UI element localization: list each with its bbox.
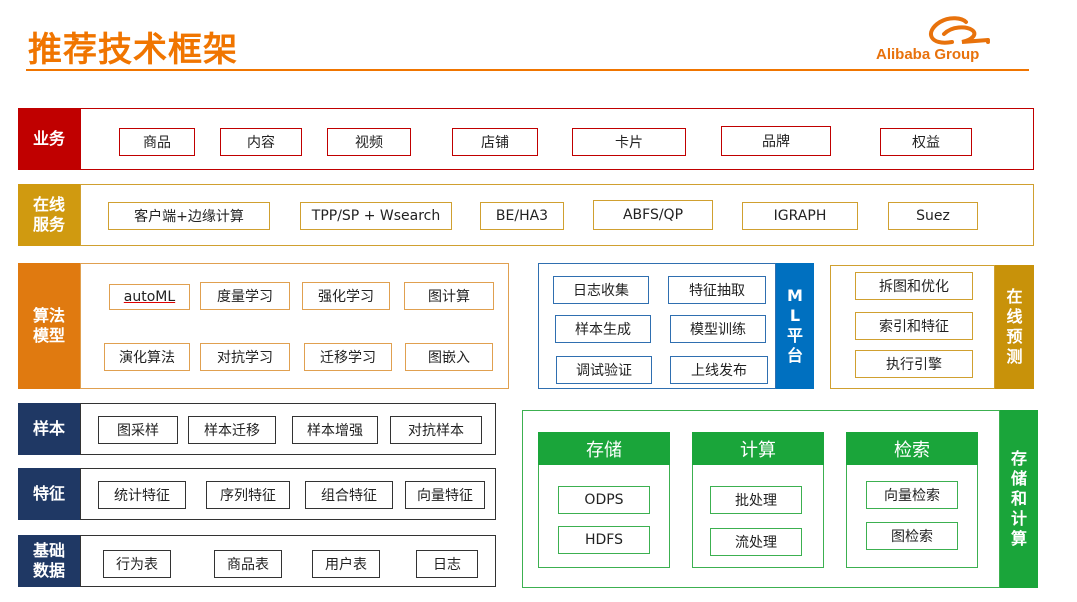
ml-platform-item[interactable]: 调试验证 xyxy=(556,356,652,384)
row-label-sample: 样本 xyxy=(18,403,80,455)
row-label-feature: 特征 xyxy=(18,468,80,520)
feature-item[interactable]: 组合特征 xyxy=(305,481,393,509)
title-divider xyxy=(26,69,1029,71)
compute-item[interactable]: 批处理 xyxy=(710,486,802,514)
feature-item[interactable]: 序列特征 xyxy=(206,481,290,509)
ml-platform-item[interactable]: 样本生成 xyxy=(555,315,651,343)
online-prediction-label: 在线预测 xyxy=(995,265,1034,389)
business-item[interactable]: 商品 xyxy=(119,128,195,156)
algorithm-item[interactable]: 对抗学习 xyxy=(200,343,290,371)
compute-item[interactable]: 流处理 xyxy=(710,528,802,556)
feature-item[interactable]: 向量特征 xyxy=(405,481,485,509)
compute-group-title: 计算 xyxy=(692,432,824,465)
business-item[interactable]: 卡片 xyxy=(572,128,686,156)
logo-text: Alibaba Group xyxy=(876,46,980,63)
ml-platform-item[interactable]: 上线发布 xyxy=(670,356,768,384)
algorithm-item[interactable]: 度量学习 xyxy=(200,282,290,310)
sample-item[interactable]: 样本增强 xyxy=(292,416,378,444)
online-service-item[interactable]: TPP/SP + Wsearch xyxy=(300,202,452,230)
ml-platform-item[interactable]: 模型训练 xyxy=(670,315,766,343)
row-label-base-data: 基础数据 xyxy=(18,535,80,587)
algorithm-item[interactable]: 迁移学习 xyxy=(304,343,392,371)
business-item[interactable]: 内容 xyxy=(220,128,302,156)
storage-item[interactable]: ODPS xyxy=(558,486,650,514)
storage-item[interactable]: HDFS xyxy=(558,526,650,554)
search-item[interactable]: 向量检索 xyxy=(866,481,958,509)
business-item[interactable]: 品牌 xyxy=(721,126,831,156)
feature-item[interactable]: 统计特征 xyxy=(98,481,186,509)
online-service-item[interactable]: IGRAPH xyxy=(742,202,858,230)
algorithm-item[interactable]: 图嵌入 xyxy=(405,343,493,371)
business-item[interactable]: 权益 xyxy=(880,128,972,156)
online-service-item[interactable]: Suez xyxy=(888,202,978,230)
alibaba-logo-icon xyxy=(929,16,990,45)
base-data-item[interactable]: 日志 xyxy=(416,550,478,578)
online-prediction-item[interactable]: 拆图和优化 xyxy=(855,272,973,300)
page-title: 推荐技术框架 xyxy=(28,30,238,70)
base-data-item[interactable]: 商品表 xyxy=(214,550,282,578)
online-service-item[interactable]: 客户端+边缘计算 xyxy=(108,202,270,230)
row-label-business: 业务 xyxy=(18,108,80,170)
storage-group-title: 存储 xyxy=(538,432,670,465)
base-data-item[interactable]: 行为表 xyxy=(103,550,171,578)
storage-compute-label: 存储和计算 xyxy=(1000,410,1038,588)
algorithm-item[interactable]: autoML xyxy=(109,284,190,310)
search-group-title: 检索 xyxy=(846,432,978,465)
online-service-item[interactable]: ABFS/QP xyxy=(593,200,713,230)
sample-item[interactable]: 样本迁移 xyxy=(188,416,276,444)
online-prediction-item[interactable]: 索引和特征 xyxy=(855,312,973,340)
row-label-online-service: 在线服务 xyxy=(18,184,80,246)
search-item[interactable]: 图检索 xyxy=(866,522,958,550)
base-data-item[interactable]: 用户表 xyxy=(312,550,380,578)
algorithm-item[interactable]: 图计算 xyxy=(404,282,494,310)
ml-platform-item[interactable]: 特征抽取 xyxy=(668,276,766,304)
algorithm-item[interactable]: 演化算法 xyxy=(104,343,190,371)
sample-item[interactable]: 图采样 xyxy=(98,416,178,444)
business-item[interactable]: 视频 xyxy=(327,128,411,156)
sample-item[interactable]: 对抗样本 xyxy=(390,416,482,444)
business-item[interactable]: 店铺 xyxy=(452,128,538,156)
algorithm-item[interactable]: 强化学习 xyxy=(302,282,390,310)
row-label-algorithm: 算法模型 xyxy=(18,263,80,389)
online-prediction-item[interactable]: 执行引擎 xyxy=(855,350,973,378)
ml-platform-item[interactable]: 日志收集 xyxy=(553,276,649,304)
online-service-item[interactable]: BE/HA3 xyxy=(480,202,564,230)
